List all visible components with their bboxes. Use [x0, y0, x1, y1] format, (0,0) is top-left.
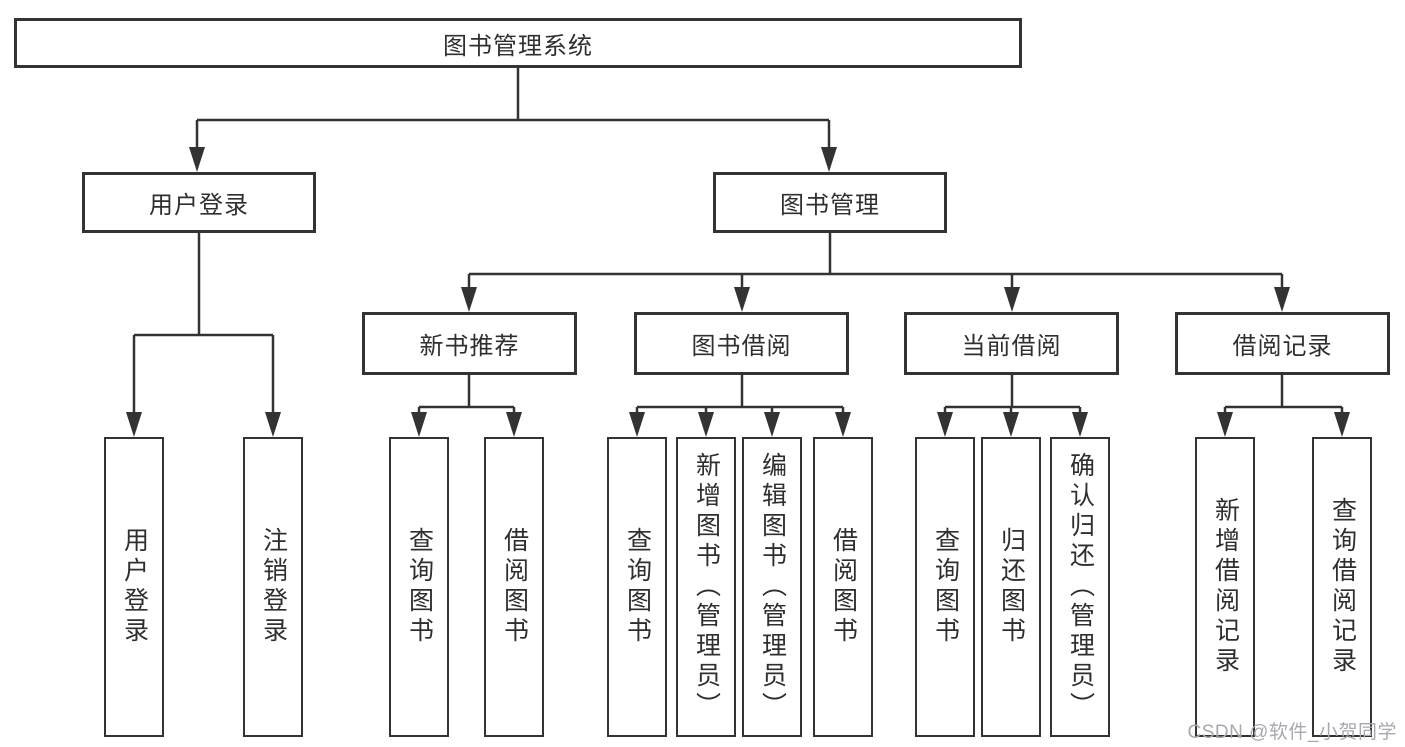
leaf-add-borrow-record-label: 新增借阅记录	[1211, 497, 1240, 677]
node-library-management-system-label: 图书管理系统	[443, 32, 593, 60]
leaf-borrowing-query-books: 查询图书	[607, 437, 667, 737]
leaf-logout: 注销登录	[243, 437, 303, 737]
leaf-confirm-return-admin-label: 确认归还（管理员）	[1066, 452, 1095, 722]
node-user-login: 用户登录	[82, 172, 316, 233]
node-book-borrowing-label: 图书借阅	[691, 333, 792, 360]
leaf-edit-books-admin: 编辑图书（管理员）	[742, 437, 802, 737]
node-book-borrowing: 图书借阅	[634, 312, 849, 375]
node-user-login-label: 用户登录	[149, 192, 249, 219]
leaf-edit-books-admin-label: 编辑图书（管理员）	[758, 452, 787, 722]
leaf-recommend-query-books-label: 查询图书	[405, 527, 434, 647]
node-new-book-recommend-label: 新书推荐	[419, 333, 520, 360]
leaf-query-borrow-record-label: 查询借阅记录	[1328, 497, 1357, 677]
leaf-return-books: 归还图书	[981, 437, 1041, 737]
leaf-confirm-return-admin: 确认归还（管理员）	[1050, 437, 1110, 737]
leaf-recommend-query-books: 查询图书	[389, 437, 449, 737]
connector-borrowing-records-branch	[1217, 375, 1350, 437]
leaf-current-query-books: 查询图书	[915, 437, 975, 737]
node-borrowing-records-label: 借阅记录	[1232, 333, 1333, 360]
connector-root-branch	[189, 68, 837, 172]
leaf-logout-label: 注销登录	[259, 527, 288, 647]
node-library-management-system: 图书管理系统	[14, 18, 1022, 68]
leaf-query-borrow-record: 查询借阅记录	[1312, 437, 1372, 737]
connector-book-borrowing-branch	[629, 375, 851, 437]
leaf-add-books-admin: 新增图书（管理员）	[676, 437, 736, 737]
leaf-recommend-borrow-books: 借阅图书	[484, 437, 544, 737]
node-current-borrowing-label: 当前借阅	[961, 333, 1062, 360]
leaf-current-query-books-label: 查询图书	[931, 527, 960, 647]
leaf-add-books-admin-label: 新增图书（管理员）	[692, 452, 721, 722]
node-book-management: 图书管理	[713, 172, 947, 233]
leaf-recommend-borrow-books-label: 借阅图书	[500, 527, 529, 647]
node-book-management-label: 图书管理	[780, 192, 880, 219]
connector-book-management-bus	[461, 233, 1290, 312]
csdn-watermark: CSDN @软件_小贺同学	[1187, 722, 1397, 743]
node-new-book-recommend: 新书推荐	[362, 312, 577, 375]
leaf-borrowing-query-books-label: 查询图书	[623, 527, 652, 647]
node-borrowing-records: 借阅记录	[1175, 312, 1390, 375]
leaf-return-books-label: 归还图书	[997, 527, 1026, 647]
connector-current-borrowing-branch	[937, 375, 1088, 437]
node-current-borrowing: 当前借阅	[904, 312, 1119, 375]
leaf-user-login: 用户登录	[104, 437, 164, 737]
leaf-add-borrow-record: 新增借阅记录	[1195, 437, 1255, 737]
connector-new-book-recommend-branch	[411, 375, 522, 437]
leaf-user-login-label: 用户登录	[120, 527, 149, 647]
leaf-borrow-books-label: 借阅图书	[829, 527, 858, 647]
connector-user-login-branch	[126, 233, 281, 437]
leaf-borrow-books: 借阅图书	[813, 437, 873, 737]
